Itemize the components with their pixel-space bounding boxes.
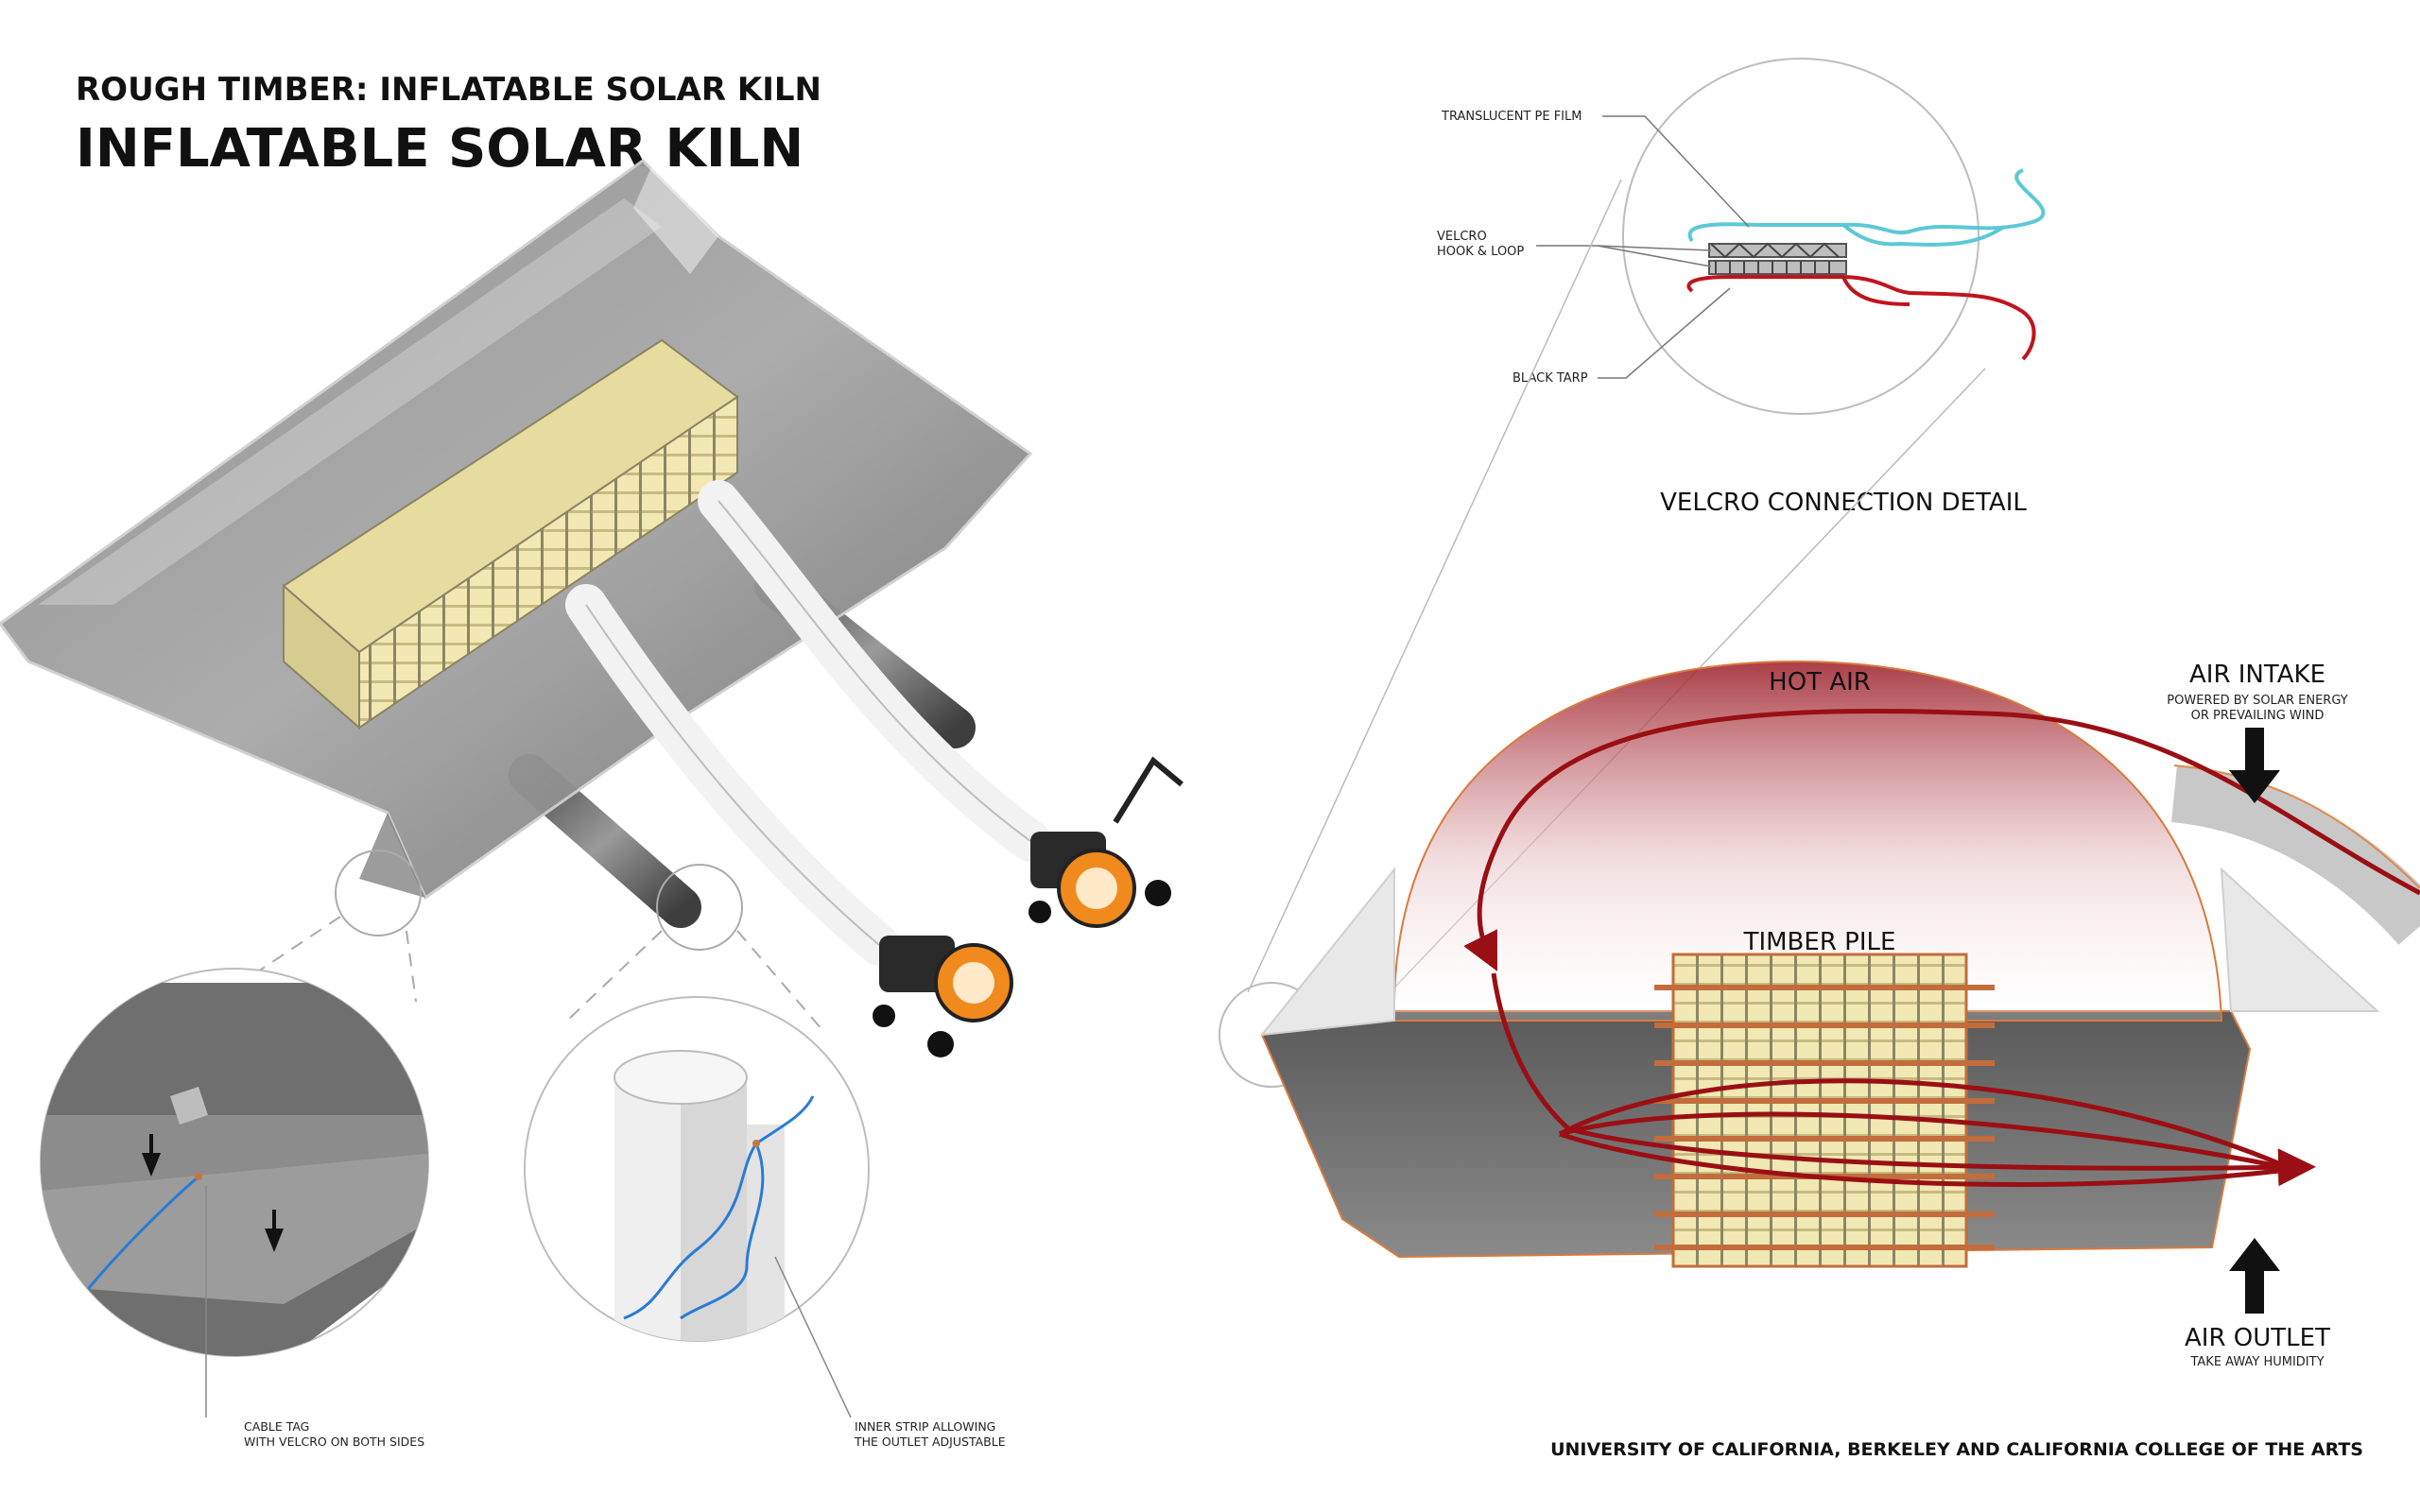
label-air-outlet-note: TAKE AWAY HUMIDITY [2189, 1355, 2324, 1369]
timber-stack [282, 338, 739, 730]
blower-1 [873, 936, 1013, 1057]
label-black-tarp: BLACK TARP [1512, 371, 1588, 386]
kiln-cross-section: HOT AIR TIMBER PILE AIR INTAKE POWERED B… [1219, 660, 2420, 1369]
inner-strip-locator [656, 864, 743, 951]
pe-film-line [1687, 168, 2046, 243]
label-timber-pile: TIMBER PILE [1743, 928, 1896, 956]
label-air-intake: AIR INTAKE [2189, 661, 2325, 689]
cable-tag-label-2: WITH VELCRO ON BOTH SIDES [244, 1435, 424, 1449]
section-timber-pile [1654, 953, 1995, 1268]
inner-strip-label-2: THE OUTLET ADJUSTABLE [854, 1435, 1006, 1449]
airflow-arrows [1463, 708, 2420, 1187]
cable-tag-label-1: CABLE TAG [244, 1419, 309, 1434]
black-tarp-line [1686, 275, 2036, 361]
air-outlet-arrow [2229, 1238, 2280, 1314]
velcro-detail: TRANSLUCENT PE FILM VELCRO HOOK & LOOP B… [1247, 58, 2046, 1088]
footer-credit: UNIVERSITY OF CALIFORNIA, BERKELEY AND C… [1550, 1439, 2363, 1460]
velcro-detail-caption: VELCRO CONNECTION DETAIL [1660, 489, 2027, 517]
label-air-intake-note-1: POWERED BY SOLAR ENERGY [2167, 694, 2348, 708]
label-hot-air: HOT AIR [1769, 668, 1871, 696]
label-air-intake-note-2: OR PREVAILING WIND [2191, 709, 2325, 723]
inflatable-kiln-isometric [0, 159, 1184, 1069]
blower-2 [1028, 756, 1184, 928]
cable-tag-detail: CABLE TAG WITH VELCRO ON BOTH SIDES [40, 968, 429, 1449]
section-intake-pipe [2170, 765, 2420, 945]
inner-strip-label-1: INNER STRIP ALLOWING [855, 1419, 995, 1434]
page-subtitle: ROUGH TIMBER: INFLATABLE SOLAR KILN [76, 71, 821, 109]
page-title: INFLATABLE SOLAR KILN [76, 118, 804, 180]
air-intake-arrow [2229, 728, 2280, 803]
label-air-outlet: AIR OUTLET [2185, 1324, 2330, 1352]
inner-strip-detail: INNER STRIP ALLOWING THE OUTLET ADJUSTAB… [524, 996, 1006, 1449]
section-pe-dome [1392, 660, 2223, 1022]
label-hook-loop: HOOK & LOOP [1437, 245, 1524, 259]
cable-tag-locator [335, 850, 422, 936]
label-translucent-pe-film: TRANSLUCENT PE FILM [1441, 110, 1582, 124]
label-velcro: VELCRO [1437, 230, 1487, 244]
